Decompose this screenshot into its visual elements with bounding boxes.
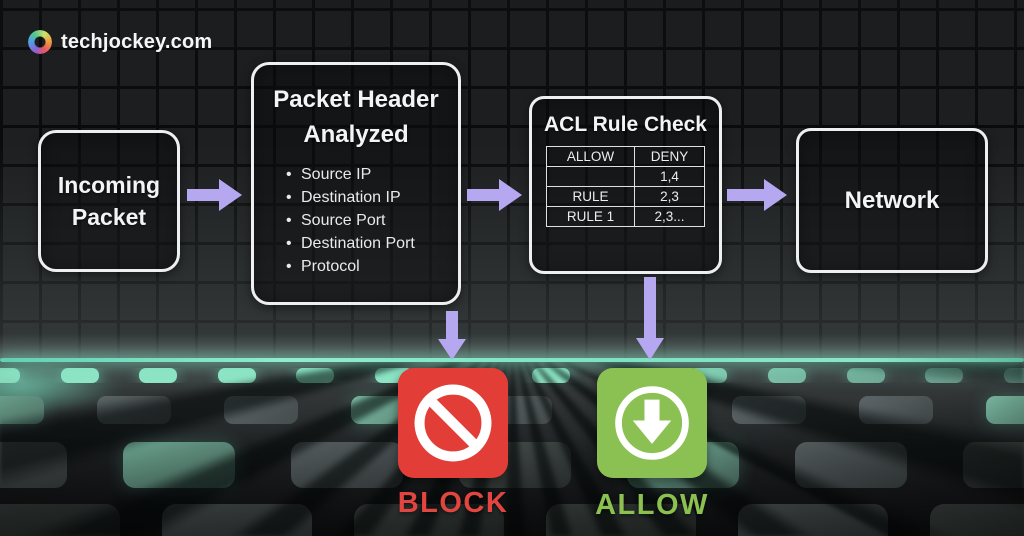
right-arrow-icon: [187, 176, 244, 214]
download-arrow-icon: [615, 386, 689, 460]
floor-vignette: [0, 362, 1024, 536]
brand-name: techjockey.com: [61, 30, 213, 53]
acl-title: ACL Rule Check: [544, 113, 707, 136]
block-outcome-icon: [398, 368, 508, 478]
table-row: ALLOW DENY: [546, 146, 705, 167]
incoming-line1: Incoming: [57, 171, 161, 198]
node-acl-rule-check: ACL Rule Check ALLOW DENY 1,4 RULE 2,3 R…: [529, 96, 722, 274]
techjockey-logo-icon: [28, 30, 52, 54]
acl-cell: RULE: [546, 186, 635, 207]
allow-outcome-icon: [597, 368, 707, 478]
table-row: 1,4: [546, 166, 705, 187]
list-item: Source IP: [286, 163, 415, 186]
node-incoming-packet: Incoming Packet: [38, 130, 180, 272]
node-network: Network: [796, 128, 988, 273]
acl-cell: RULE 1: [546, 206, 635, 227]
packet-header-title-line2: Analyzed: [303, 120, 409, 148]
packet-header-title-line1: Packet Header: [273, 86, 439, 113]
node-packet-header: Packet Header Analyzed Source IP Destina…: [251, 62, 461, 305]
list-item: Source Port: [286, 209, 415, 232]
right-arrow-icon: [727, 176, 789, 214]
incoming-packet-label: Incoming Packet: [58, 169, 160, 233]
prohibition-icon: [414, 384, 492, 462]
table-row: RULE 1 2,3...: [546, 206, 705, 227]
acl-header-allow: ALLOW: [546, 146, 635, 167]
acl-cell: 2,3: [634, 186, 705, 207]
list-item: Destination Port: [286, 232, 415, 255]
list-item: Protocol: [286, 255, 415, 278]
horizon-band: [0, 334, 1024, 359]
acl-header-deny: DENY: [634, 146, 705, 167]
acl-cell: 2,3...: [634, 206, 705, 227]
block-label: BLOCK: [397, 487, 509, 519]
packet-header-title: Packet Header Analyzed: [273, 83, 438, 153]
packet-header-field-list: Source IP Destination IP Source Port Des…: [254, 163, 415, 278]
acl-rule-table: ALLOW DENY 1,4 RULE 2,3 RULE 1 2,3...: [546, 146, 705, 227]
down-arrow-icon: [635, 277, 665, 361]
brand-logo: techjockey.com: [28, 30, 212, 54]
right-arrow-icon: [467, 176, 524, 214]
acl-cell: 1,4: [634, 166, 705, 187]
table-row: RULE 2,3: [546, 186, 705, 207]
list-item: Destination IP: [286, 186, 415, 209]
acl-cell: [546, 166, 635, 187]
horizon-glow-line: [0, 358, 1024, 362]
down-arrow-icon: [437, 311, 467, 361]
network-label: Network: [844, 186, 940, 214]
incoming-line2: Packet: [71, 204, 147, 230]
allow-label: ALLOW: [595, 489, 709, 521]
